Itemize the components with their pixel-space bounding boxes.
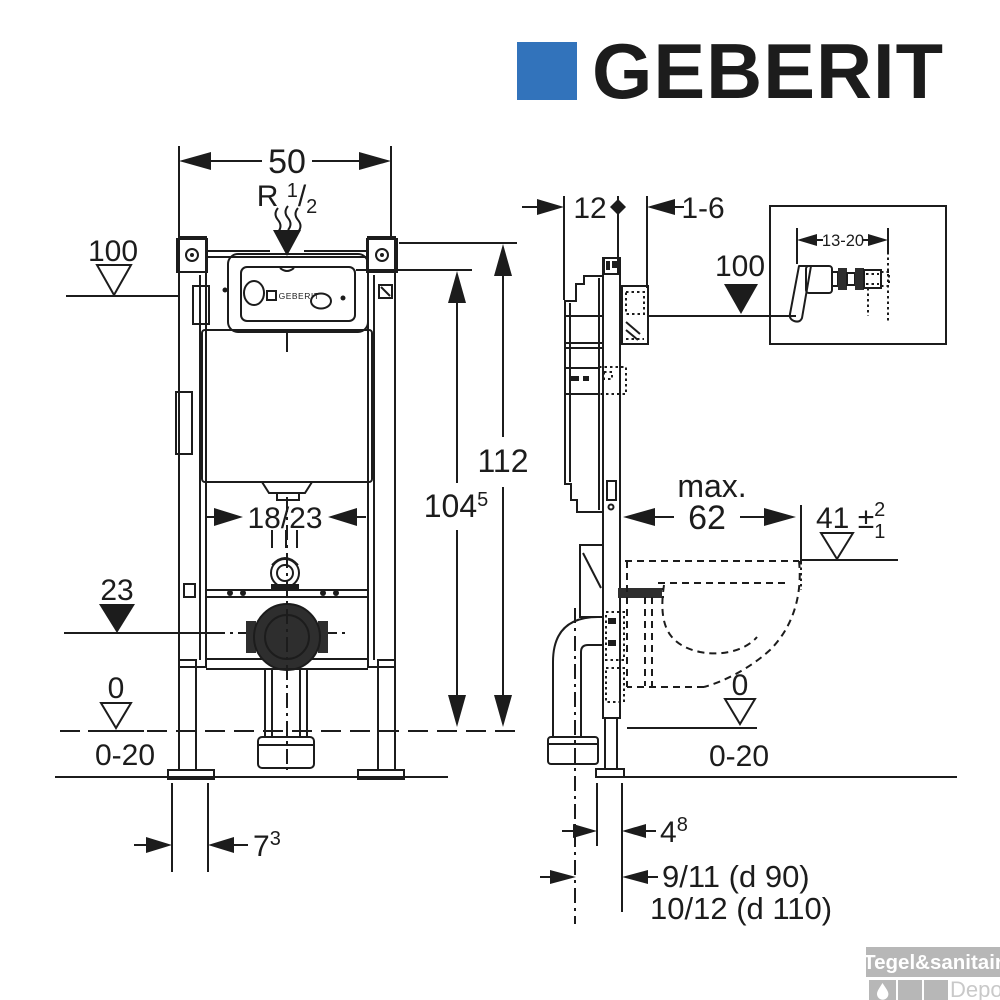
dim-13-20-label: 13-20 bbox=[822, 232, 864, 250]
dim-max-62: max. 62 bbox=[623, 468, 802, 590]
rail-leg bbox=[604, 717, 618, 770]
dim-wall-1-6: 1-6 bbox=[646, 192, 725, 288]
drain-pipe-front bbox=[257, 668, 315, 769]
watermark-line1: Tegel&sanitair bbox=[863, 951, 1000, 974]
water-connection-fitting bbox=[270, 557, 300, 591]
dim-62-label: 62 bbox=[688, 499, 726, 537]
frame-leg bbox=[377, 659, 396, 771]
dim-depth-12: 12 bbox=[522, 192, 626, 300]
dim-18-23-label: 18/23 bbox=[247, 502, 322, 535]
outlet-size-1-label: 9/11 (d 90) bbox=[662, 859, 810, 894]
cistern-side bbox=[564, 275, 627, 513]
mounting-rail-side bbox=[595, 257, 625, 778]
brand-name: GEBERIT bbox=[592, 27, 944, 115]
water-flow-icon bbox=[273, 205, 302, 256]
rail-foot bbox=[595, 768, 625, 778]
outlet-size-2-label: 10/12 (d 110) bbox=[650, 891, 832, 926]
geberit-logo: GEBERIT bbox=[517, 27, 944, 115]
water-supply-label: R 1/2 bbox=[257, 180, 318, 218]
flush-bend-box bbox=[621, 285, 649, 345]
watermark-bar bbox=[866, 947, 1000, 977]
fixing-rod bbox=[605, 588, 664, 703]
dim-112-label: 112 bbox=[477, 443, 528, 479]
watermark-line2: Depot bbox=[950, 977, 1000, 1000]
level-100-front: 100 bbox=[66, 235, 178, 298]
level-0-front-label: 0 bbox=[108, 672, 125, 705]
dim-outlet: 48 9/11 (d 90) 10/12 (d 110) bbox=[540, 783, 832, 926]
dim-width-top-label: 50 bbox=[268, 143, 306, 181]
mounting-frame-front bbox=[167, 236, 405, 780]
max-label: max. bbox=[677, 468, 746, 504]
frame-leg bbox=[178, 659, 197, 771]
drain-collar bbox=[246, 497, 328, 770]
inset-detail-box: 13-20 bbox=[769, 205, 947, 345]
level-100-front-label: 100 bbox=[88, 235, 138, 268]
dim-7-3: 73 bbox=[134, 783, 281, 872]
wc-pan-outline bbox=[625, 560, 801, 688]
level-100-side-label: 100 bbox=[715, 250, 765, 283]
level-0-side: 0 0-20 bbox=[627, 669, 769, 773]
flush-plate-window: GEBERIT bbox=[227, 253, 369, 333]
angle-valve-drawing bbox=[788, 265, 890, 323]
valve-lever bbox=[788, 265, 812, 323]
dim-12-label: 12 bbox=[573, 192, 606, 225]
watermark-square bbox=[924, 980, 948, 1000]
logo-square-icon bbox=[517, 42, 577, 100]
level-23-label: 23 bbox=[100, 574, 133, 607]
floor-range-front-label: 0-20 bbox=[95, 739, 155, 772]
dim-13-20: 13-20 bbox=[796, 228, 889, 322]
dim-104-5-label: 1045 bbox=[424, 488, 489, 524]
front-view: 50 R 1/2 100 bbox=[55, 143, 529, 872]
side-view: 12 1-6 100 bbox=[522, 192, 957, 926]
level-0-front: 0 0-20 bbox=[60, 672, 518, 772]
dim-width-50: 50 bbox=[178, 143, 392, 238]
dim-18-23: 18/23 bbox=[205, 502, 366, 548]
level-100-side: 100 bbox=[648, 250, 796, 317]
floor-range-side-label: 0-20 bbox=[709, 740, 769, 773]
dim-height-112: 112 bbox=[399, 242, 529, 727]
cistern-front bbox=[201, 329, 373, 501]
watermark: Tegel&sanitair Depot bbox=[863, 947, 1000, 1000]
dim-height-104-5: 1045 bbox=[356, 269, 489, 727]
upper-crossbar bbox=[183, 583, 368, 598]
plate-brand-label: GEBERIT bbox=[279, 291, 320, 301]
frame-foot bbox=[167, 769, 215, 780]
level-0-side-label: 0 bbox=[732, 669, 749, 702]
drain-elbow-side bbox=[547, 544, 604, 924]
frame-foot bbox=[357, 769, 405, 780]
droplet-icon bbox=[877, 983, 889, 1000]
diamond-marker bbox=[610, 199, 626, 215]
watermark-square bbox=[898, 980, 922, 1000]
dim-4-8-label: 48 bbox=[660, 814, 688, 849]
dim-1-6-label: 1-6 bbox=[681, 192, 724, 225]
dim-7-3-label: 73 bbox=[253, 828, 281, 863]
water-supply-marker: R 1/2 bbox=[257, 180, 318, 256]
